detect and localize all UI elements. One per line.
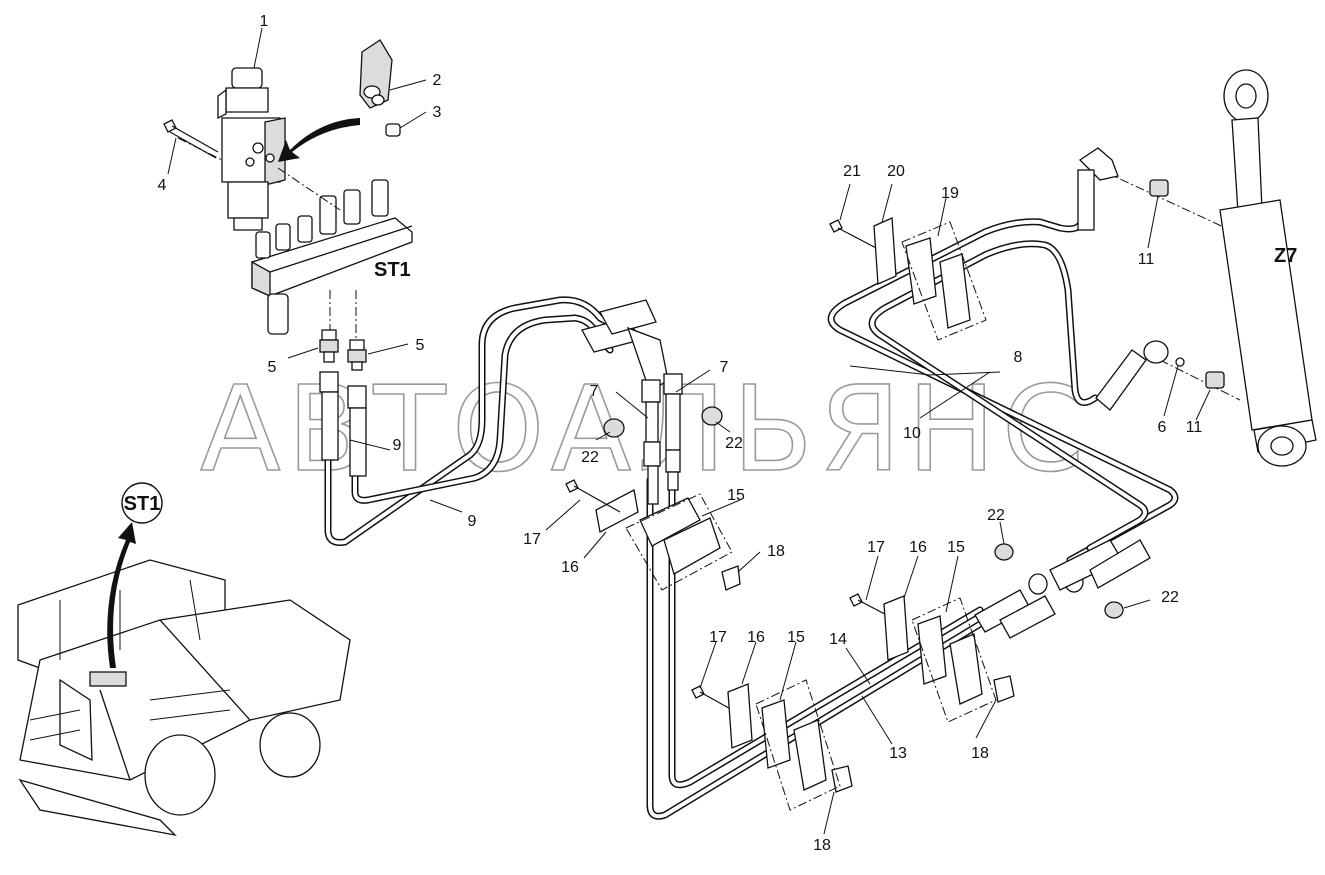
callout-11-lower: 11 xyxy=(1186,419,1203,436)
callout-3: 3 xyxy=(433,104,442,121)
paver-machine xyxy=(17,559,351,837)
z7-label: Z7 xyxy=(1274,245,1297,267)
callout-7-left: 7 xyxy=(590,383,599,400)
hose-14 xyxy=(668,466,984,789)
leader-lines xyxy=(167,27,1211,835)
callout-22-right-lower: 22 xyxy=(1161,589,1179,606)
plug-3 xyxy=(385,123,401,137)
callout-18-lower: 18 xyxy=(813,837,831,854)
callout-8: 8 xyxy=(1014,349,1023,366)
callout-10: 10 xyxy=(903,425,921,442)
callout-19: 19 xyxy=(941,185,959,202)
st1-label: ST1 xyxy=(374,259,411,281)
callout-11-upper: 11 xyxy=(1138,251,1155,268)
st1-location xyxy=(89,671,127,687)
cylinder-z7 xyxy=(1219,69,1317,467)
callout-6: 6 xyxy=(1158,419,1167,436)
callout-4: 4 xyxy=(158,177,167,194)
callout-14: 14 xyxy=(829,631,847,648)
callout-15-lower: 15 xyxy=(787,629,805,646)
callout-17-middle: 17 xyxy=(867,539,885,556)
valve-assembly xyxy=(217,67,286,231)
callout-1: 1 xyxy=(260,13,269,30)
cylinder-hose-ends xyxy=(1077,147,1225,411)
st1-circle xyxy=(121,482,163,524)
callout-22-center: 22 xyxy=(725,435,743,452)
callout-5-left: 5 xyxy=(268,359,277,376)
callout-20: 20 xyxy=(887,163,905,180)
st1-circle-label: ST1 xyxy=(124,493,161,515)
callout-18-upper: 18 xyxy=(767,543,785,560)
hose-fittings-7 xyxy=(581,299,683,505)
cap-22 xyxy=(603,406,1124,619)
callout-18-middle: 18 xyxy=(971,745,989,762)
callout-22-right-upper: 22 xyxy=(987,507,1005,524)
clamp-group-upper xyxy=(565,479,741,591)
callout-16-lower: 16 xyxy=(747,629,765,646)
callout-2: 2 xyxy=(433,72,442,89)
assembly-arrow xyxy=(278,118,360,162)
callout-9-upper: 9 xyxy=(393,437,402,454)
hose-9-left xyxy=(324,296,626,546)
hose-9-right xyxy=(351,314,614,504)
callout-9-lower: 9 xyxy=(468,513,477,530)
manifold-st1 xyxy=(251,179,413,335)
callout-numbers: 1 2 3 4 5 5 6 7 7 8 9 9 10 11 11 13 14 1… xyxy=(158,13,1203,854)
fitting-5-right xyxy=(347,339,367,371)
callout-13: 13 xyxy=(889,745,907,762)
callout-16-upper: 16 xyxy=(561,559,579,576)
callout-21: 21 xyxy=(843,163,861,180)
callout-15-upper: 15 xyxy=(727,487,745,504)
clamp-group-lower xyxy=(691,679,853,811)
callout-16-middle: 16 xyxy=(909,539,927,556)
hose-10 xyxy=(868,240,1149,552)
hose-13 xyxy=(646,476,1004,820)
fitting-5-left xyxy=(319,329,339,363)
clamp-group-top-right xyxy=(829,217,987,341)
callout-15-middle: 15 xyxy=(947,539,965,556)
bracket-2 xyxy=(359,39,393,109)
callout-7-right: 7 xyxy=(720,359,729,376)
callout-17-upper: 17 xyxy=(523,531,541,548)
callout-17-lower: 17 xyxy=(709,629,727,646)
hose-fittings-13-14 xyxy=(974,539,1151,639)
st1-pointer-arrow xyxy=(107,522,136,668)
callout-22-left: 22 xyxy=(581,449,599,466)
callout-5-right: 5 xyxy=(416,337,425,354)
bolt-4 xyxy=(163,119,219,159)
